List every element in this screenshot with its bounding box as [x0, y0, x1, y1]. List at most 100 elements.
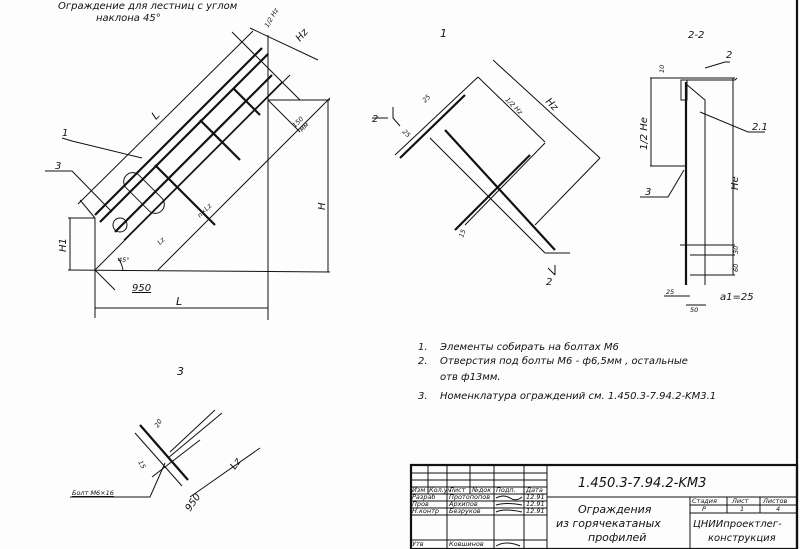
title-block-frame	[409, 463, 799, 549]
callout-2: 2	[726, 50, 732, 61]
rail-top	[94, 47, 263, 216]
stage-value: Р	[702, 505, 706, 513]
row-date: 12.91	[526, 493, 545, 501]
leader-3	[45, 170, 113, 213]
post-section	[454, 154, 531, 231]
rail-top-inner	[99, 53, 269, 223]
doc-code: 1.450.3-7.94.2-KM3	[578, 476, 706, 491]
header-ndok: №док	[471, 486, 491, 494]
stage-header: Стадия	[692, 497, 717, 505]
label-950: 950	[132, 283, 151, 294]
title-block: Изм Кол.уч Лист №док Подп. Дата Разраб П…	[409, 463, 799, 549]
rail-mid-edge	[123, 81, 283, 241]
label-950: 950	[183, 492, 203, 514]
label-hz: Hz	[543, 96, 560, 113]
label-lz: Lz	[156, 235, 167, 246]
top-rail-section	[399, 94, 466, 159]
sheets-value: 4	[776, 505, 780, 513]
label-H1: H1	[58, 238, 69, 252]
note-1-text: Элементы собирать на болтах M6	[439, 341, 619, 353]
note-2-text: Отверстия под болты M6 - ф6,5мм , осталь…	[440, 355, 688, 367]
row-name: Ковшинов	[449, 540, 484, 548]
callout-3: 3	[55, 161, 61, 172]
post-edge	[134, 432, 183, 487]
row-name: Протопопов	[449, 493, 490, 501]
sheet-header: Лист	[731, 497, 749, 505]
rail-section	[169, 409, 216, 453]
cut-mark-b	[547, 265, 556, 276]
label-15: 15	[457, 228, 467, 239]
drawing-title-line2: наклона 45°	[96, 13, 161, 24]
leader-bolt	[70, 462, 166, 498]
post-edge	[464, 142, 546, 226]
drawing-title-line1: Ограждение для лестниц с углом	[58, 1, 238, 12]
row-name: Безруков	[449, 507, 481, 515]
signatures	[495, 495, 523, 547]
callout-3: 3	[645, 187, 651, 198]
revision-grid	[411, 465, 547, 549]
header-izm: Изм	[412, 486, 425, 494]
label-20: 20	[153, 418, 164, 429]
cut-label-b: 2	[546, 277, 552, 288]
header-kol: Кол.уч	[429, 486, 452, 494]
dim-line-150	[267, 99, 301, 133]
label-lz: Lz	[228, 456, 244, 472]
dim-line-hz	[249, 27, 319, 61]
section-1-title: 1	[440, 27, 447, 40]
dim-line-950	[151, 439, 201, 478]
label-L-base: L	[176, 295, 182, 308]
note-3-text: Номенклатура ограждений см. 1.450.3-7.94…	[440, 391, 716, 402]
post-section	[139, 424, 189, 481]
label-60: 60	[732, 264, 740, 272]
label-H: H	[317, 202, 328, 210]
label-25b: 25	[401, 128, 413, 140]
base-line	[67, 269, 331, 273]
row-date: 12.91	[526, 507, 545, 515]
dim-line-half-hz	[477, 76, 546, 143]
label-half-hz: 1/2 Hz	[504, 96, 525, 117]
main-view: 1 3 L 1/2 Hz Hz 150 мм n×Lz Lz 45° H1 H …	[45, 6, 331, 320]
label-half-he: 1/2 He	[639, 117, 650, 150]
label-hz: Hz	[294, 27, 311, 44]
label-angle: 45°	[118, 256, 130, 264]
section-22-title: 2-2	[688, 30, 704, 41]
note-3-num: 3.	[418, 391, 428, 402]
section-3: 3 20 15 Болт M6×16 950 Lz	[70, 365, 261, 514]
label-25: 25	[666, 288, 674, 296]
cut-label-a: 2	[372, 114, 378, 125]
label-50: 50	[690, 306, 698, 314]
leader-3	[640, 169, 685, 198]
section-3-title: 3	[177, 365, 184, 378]
post-3	[232, 87, 261, 116]
org-name-2: конструкция	[708, 533, 776, 544]
label-L-diag: L	[149, 109, 163, 123]
dim-line-hz	[492, 59, 601, 159]
section-1: 1 2 2 Hz 1/2 Hz 25 25 15	[372, 27, 601, 288]
rail-flange	[444, 129, 556, 251]
dim-ext-hz	[534, 157, 601, 226]
label-25a: 25	[421, 93, 433, 105]
cut-mark-a	[372, 107, 401, 127]
bolt-hole	[112, 217, 128, 233]
angle-arc	[117, 257, 124, 271]
label-15: 15	[136, 459, 147, 470]
callout-21: 2.1	[752, 122, 768, 133]
leader-21	[699, 111, 765, 133]
leader-2	[704, 61, 730, 69]
label-he: He	[730, 176, 741, 190]
rail-profile	[685, 77, 738, 285]
header-date: Дата	[525, 486, 543, 494]
post-1	[154, 164, 216, 226]
label-10: 10	[658, 65, 666, 73]
label-a1: a1=25	[720, 292, 754, 303]
label-30: 30	[732, 246, 740, 254]
org-name-1: ЦНИИпроектлег-	[693, 519, 782, 530]
dim-line-L	[77, 30, 254, 205]
dim-line-nlz	[157, 97, 331, 271]
dim-line-lz	[189, 447, 261, 498]
rail-mid	[114, 74, 273, 233]
notes: 1. Элементы собирать на болтах M6 2. Отв…	[418, 341, 716, 402]
sheets-header: Листов	[762, 497, 787, 505]
end-line	[79, 199, 96, 219]
